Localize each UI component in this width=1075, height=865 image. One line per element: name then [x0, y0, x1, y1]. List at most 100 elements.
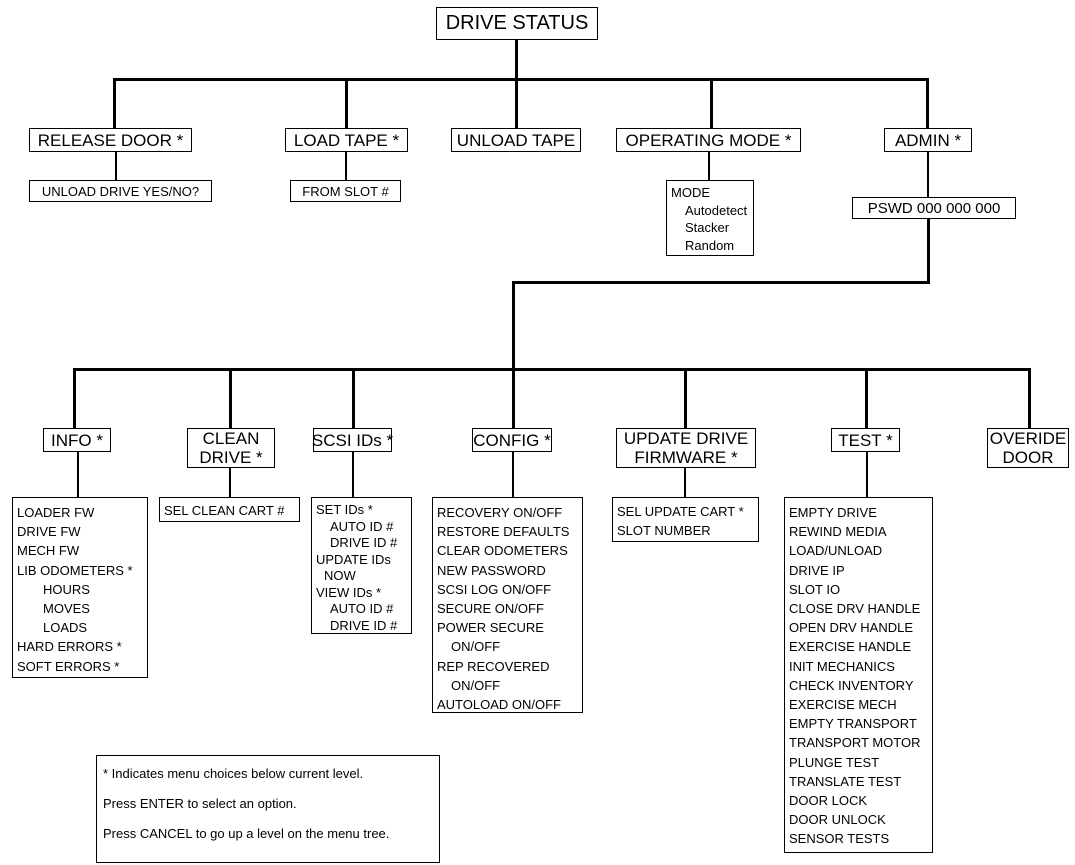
list-item: MODE	[671, 185, 710, 200]
list-item: AUTOLOAD ON/OFF	[437, 697, 561, 713]
legend-box: * Indicates menu choices below current l…	[96, 755, 440, 863]
list-item: DOOR LOCK	[789, 793, 868, 809]
scsi-list: SET IDs * AUTO ID # DRIVE ID # UPDATE ID…	[311, 497, 412, 634]
list-item: Autodetect	[685, 202, 748, 218]
list-item: AUTO ID #	[330, 518, 394, 534]
connector	[229, 468, 231, 497]
update-firmware-line2: FIRMWARE *	[634, 448, 738, 467]
list-item: SLOT IO	[789, 581, 841, 597]
admin-node: ADMIN *	[884, 128, 972, 152]
list-item: SEL CLEAN CART #	[164, 503, 285, 518]
list-item: REP RECOVERED	[437, 658, 550, 674]
list-item: SET IDs *	[316, 502, 373, 517]
list-item: MECH FW	[17, 543, 80, 559]
list-item: LOADS	[43, 620, 88, 636]
test-node: TEST *	[831, 428, 900, 452]
list-item: CLOSE DRV HANDLE	[789, 601, 921, 617]
connector	[708, 150, 710, 182]
list-item: TRANSLATE TEST	[789, 773, 902, 789]
list-item: Stacker	[685, 220, 730, 235]
list-item: EXERCISE HANDLE	[789, 639, 912, 655]
clean-list: SEL CLEAN CART #	[159, 497, 300, 522]
list-item: SECURE ON/OFF	[437, 601, 544, 617]
list-item: REWIND MEDIA	[789, 524, 887, 540]
list-item: RESTORE DEFAULTS	[437, 524, 570, 540]
connector	[926, 78, 929, 128]
connector	[115, 150, 117, 182]
list-item: SLOT NUMBER	[617, 523, 711, 539]
list-item: ON/OFF	[451, 677, 501, 693]
list-item: Random	[685, 237, 735, 253]
list-item: NEW PASSWORD	[437, 562, 546, 578]
list-item: ON/OFF	[451, 639, 501, 655]
list-item: MOVES	[43, 601, 90, 617]
list-item: INIT MECHANICS	[789, 658, 895, 674]
legend-cancel-note: Press CANCEL to go up a level on the men…	[103, 826, 390, 841]
list-item: SEL UPDATE CART *	[617, 504, 744, 519]
connector	[229, 368, 232, 428]
list-item: EXERCISE MECH	[789, 697, 897, 713]
connector	[512, 368, 515, 428]
list-item: VIEW IDs *	[316, 584, 382, 600]
connector	[710, 78, 713, 128]
list-item: RECOVERY ON/OFF	[437, 505, 563, 520]
connector	[73, 368, 76, 428]
connector	[352, 452, 354, 497]
info-node: INFO *	[43, 428, 111, 452]
connector	[865, 368, 868, 428]
release-door-node: RELEASE DOOR *	[29, 128, 192, 152]
list-item: AUTO ID #	[330, 601, 394, 616]
list-item: LIB ODOMETERS *	[17, 562, 133, 578]
connector	[927, 150, 929, 197]
list-item: LOAD/UNLOAD	[789, 543, 883, 559]
scsi-ids-node: SCSI IDs *	[312, 428, 393, 452]
list-item: TRANSPORT MOTOR	[789, 735, 921, 751]
list-item: SENSOR TESTS	[789, 831, 890, 847]
connector	[345, 78, 348, 128]
unload-drive-node: UNLOAD DRIVE YES/NO?	[29, 180, 212, 202]
mode-list: MODE Autodetect Stacker Random	[666, 180, 754, 256]
clean-drive-line1: CLEAN	[202, 429, 260, 448]
config-list: RECOVERY ON/OFF RESTORE DEFAULTS CLEAR O…	[432, 497, 583, 713]
test-list: EMPTY DRIVE REWIND MEDIA LOAD/UNLOAD DRI…	[784, 497, 933, 853]
connector	[684, 368, 687, 428]
connector	[113, 78, 116, 128]
list-item: UPDATE IDs	[316, 551, 391, 567]
connector	[512, 281, 930, 284]
list-item: HOURS	[43, 581, 90, 597]
list-item: DOOR UNLOCK	[789, 812, 886, 828]
firmware-list: SEL UPDATE CART * SLOT NUMBER	[612, 497, 759, 542]
connector	[515, 78, 518, 128]
list-item: LOADER FW	[17, 505, 95, 520]
override-door-line2: DOOR	[1002, 448, 1054, 467]
unload-tape-node: UNLOAD TAPE	[451, 128, 581, 152]
password-node: PSWD 000 000 000	[852, 197, 1016, 219]
clean-drive-node: CLEAN DRIVE *	[187, 428, 275, 468]
connector	[684, 468, 686, 497]
list-item: CLEAR ODOMETERS	[437, 543, 568, 559]
connector	[866, 452, 868, 499]
clean-drive-line2: DRIVE *	[199, 448, 263, 467]
top-bus	[113, 78, 929, 81]
connector	[1028, 368, 1031, 428]
list-item: DRIVE ID #	[330, 535, 398, 550]
info-list: LOADER FW DRIVE FW MECH FW LIB ODOMETERS…	[12, 497, 148, 678]
operating-mode-node: OPERATING MODE *	[616, 128, 801, 152]
bottom-bus	[73, 368, 1031, 371]
list-item: NOW	[324, 568, 356, 583]
connector	[512, 281, 515, 371]
list-item: DRIVE IP	[789, 562, 845, 578]
list-item: DRIVE FW	[17, 524, 81, 540]
list-item: OPEN DRV HANDLE	[789, 620, 914, 636]
list-item: DRIVE ID #	[330, 617, 398, 633]
connector	[352, 368, 355, 428]
legend-enter-note: Press ENTER to select an option.	[103, 796, 297, 811]
list-item: POWER SECURE	[437, 620, 544, 636]
legend-asterisk-note: * Indicates menu choices below current l…	[103, 766, 364, 781]
override-door-line1: OVERIDE	[989, 429, 1067, 448]
connector	[512, 452, 514, 497]
list-item: HARD ERRORS *	[17, 639, 122, 655]
connector	[515, 40, 518, 80]
list-item: CHECK INVENTORY	[789, 677, 914, 693]
load-tape-node: LOAD TAPE *	[285, 128, 408, 152]
